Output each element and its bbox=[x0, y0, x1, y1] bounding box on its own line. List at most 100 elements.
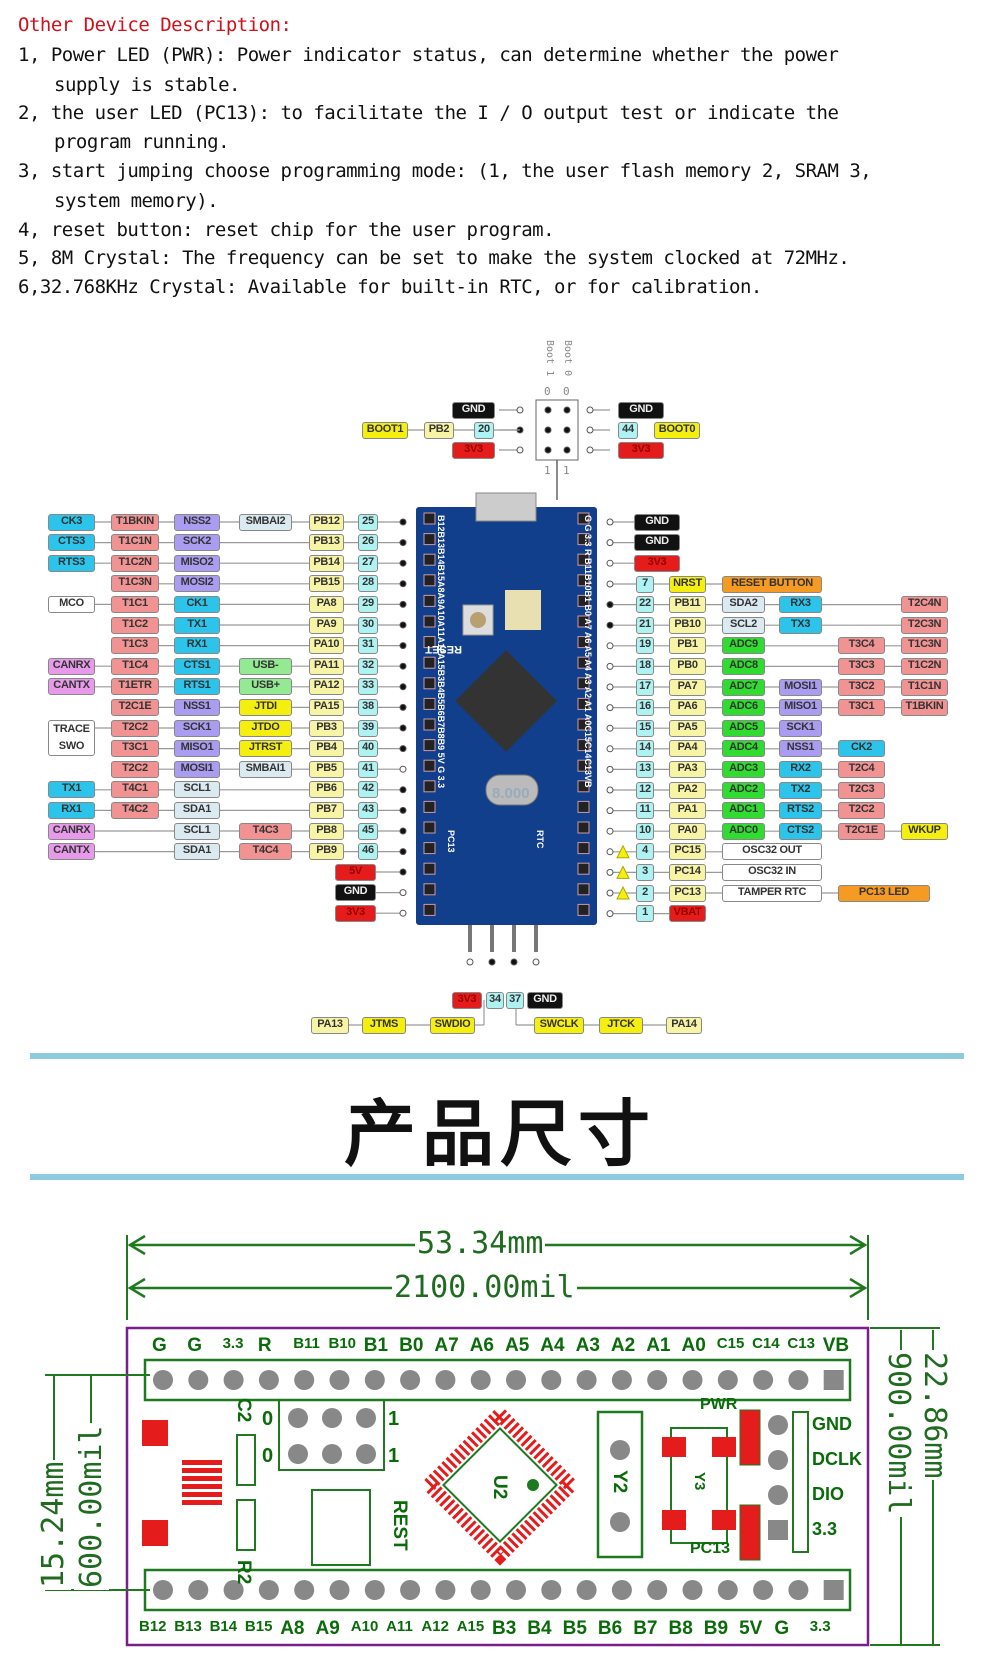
pin-hole bbox=[577, 842, 590, 855]
pin-dot bbox=[606, 807, 614, 815]
pin-hole bbox=[423, 821, 436, 834]
pin-label-mosi1: MOSI1 bbox=[174, 760, 220, 778]
pin-label-25: 25 bbox=[358, 513, 378, 531]
pcb-silk-label: 0 bbox=[262, 1408, 274, 1430]
pin-label-scl2: SCL2 bbox=[722, 616, 765, 634]
pin-label-t3c2: T3C2 bbox=[838, 678, 885, 696]
pin-label-jtdi: JTDI bbox=[239, 698, 292, 716]
pin-label-boot0: BOOT0 bbox=[654, 421, 700, 439]
height-mm: 22.86mm bbox=[917, 1350, 952, 1481]
pin-label-t1c3n: T1C3N bbox=[901, 637, 948, 655]
pin-label-7: 7 bbox=[636, 575, 654, 593]
pin-dot bbox=[510, 958, 518, 966]
pin-hole bbox=[423, 780, 436, 793]
pin-hole bbox=[577, 903, 590, 916]
pcb-silk-label: A2 bbox=[610, 1335, 636, 1356]
pin-label-pb12: PB12 bbox=[309, 513, 344, 531]
pin-label-t4c3: T4C3 bbox=[239, 822, 292, 840]
pin-dot bbox=[606, 827, 614, 835]
round-pad bbox=[258, 1580, 279, 1600]
round-pad bbox=[470, 1580, 491, 1600]
pcb-silk-label: G bbox=[152, 1335, 167, 1356]
board-pc13-label: PC13 bbox=[446, 830, 456, 853]
pcb-silk-label: A10 bbox=[350, 1618, 379, 1635]
round-pad bbox=[470, 1370, 491, 1390]
pin-hole bbox=[577, 697, 590, 710]
pcb-silk-label: PWR bbox=[700, 1396, 738, 1413]
pin-label-adc6: ADC6 bbox=[722, 699, 765, 717]
pcb-silk-label: 3.3 bbox=[809, 1618, 831, 1635]
pin-label-pb4: PB4 bbox=[309, 740, 344, 758]
pin-dot bbox=[606, 745, 614, 753]
pin-dot bbox=[399, 724, 407, 732]
pin-label-14: 14 bbox=[636, 740, 654, 758]
boot-digit: 0 bbox=[544, 385, 551, 398]
pin-label-t1c3: T1C3 bbox=[111, 637, 159, 655]
pcb-silk-label: REST bbox=[389, 1500, 410, 1551]
pcb-silk-label: A4 bbox=[540, 1335, 565, 1356]
pin-label-nss2: NSS2 bbox=[174, 513, 220, 531]
pin-hole bbox=[423, 718, 436, 731]
pin-dot bbox=[606, 642, 614, 650]
pin-label-rx1: RX1 bbox=[48, 801, 95, 819]
pin-dot bbox=[399, 580, 407, 588]
pin-label-pb3: PB3 bbox=[309, 719, 344, 737]
pin-hole bbox=[577, 739, 590, 752]
swd-pad bbox=[768, 1415, 788, 1435]
pin-label-t1c1n: T1C1N bbox=[111, 534, 159, 552]
pin-label-adc8: ADC8 bbox=[722, 657, 765, 675]
pcb-silk-label: C15 bbox=[716, 1335, 745, 1352]
board-reset-label: RESET bbox=[425, 643, 462, 655]
pin-dot bbox=[563, 446, 571, 454]
round-pad bbox=[753, 1580, 774, 1600]
pin-dot bbox=[399, 600, 407, 608]
crystal-pad bbox=[610, 1440, 630, 1460]
pin-label-41: 41 bbox=[358, 760, 378, 778]
swd-header-outline bbox=[792, 1411, 809, 1553]
width-mil: 2100.00mil bbox=[392, 1270, 577, 1305]
description-line: 6,32.768KHz Crystal: Available for built… bbox=[18, 276, 762, 298]
pin-label-pa8: PA8 bbox=[309, 595, 344, 613]
pin-label-39: 39 bbox=[358, 719, 378, 737]
jumper-pad bbox=[288, 1444, 308, 1464]
pin-label-29: 29 bbox=[358, 595, 378, 613]
boot-jumpers bbox=[505, 590, 541, 630]
pin-label-3v3: 3V3 bbox=[452, 991, 482, 1009]
pin-hole bbox=[423, 883, 436, 896]
pcb-silk-label: B11 bbox=[293, 1335, 320, 1352]
pin-label-sck1: SCK1 bbox=[779, 719, 822, 737]
pin-label-30: 30 bbox=[358, 616, 378, 634]
r2-footprint bbox=[236, 1499, 256, 1551]
pin-dot bbox=[399, 889, 407, 897]
pin-label-nss1: NSS1 bbox=[779, 740, 822, 758]
round-pad bbox=[717, 1580, 738, 1600]
pcb-silk-label: B1 bbox=[363, 1335, 389, 1356]
pin-hole bbox=[577, 862, 590, 875]
round-pad bbox=[329, 1580, 350, 1600]
pin-label-sda1: SDA1 bbox=[174, 843, 220, 861]
pin-label-t2c3n: T2C3N bbox=[901, 616, 948, 634]
arrow-icon bbox=[127, 1234, 868, 1256]
pin-label-sda1: SDA1 bbox=[174, 801, 220, 819]
usb-pad bbox=[182, 1476, 222, 1481]
bottom-header-footprint bbox=[143, 1568, 852, 1612]
pin-dot bbox=[606, 580, 614, 588]
pin-label-pa11: PA11 bbox=[309, 657, 344, 675]
pin-hole bbox=[577, 533, 590, 546]
pin-label-pc13: PC13 bbox=[669, 884, 706, 902]
pin-label-wkup: WKUP bbox=[901, 822, 948, 840]
square-pad bbox=[823, 1580, 844, 1600]
round-pad bbox=[576, 1580, 597, 1600]
pin-label-pa5: PA5 bbox=[669, 719, 706, 737]
pin-label-13: 13 bbox=[636, 760, 654, 778]
pin-label-21: 21 bbox=[636, 616, 654, 634]
pin-dot bbox=[399, 765, 407, 773]
pin-label-canrx: CANRX bbox=[48, 657, 95, 675]
pin-label-osc32-out: OSC32 OUT bbox=[722, 843, 822, 861]
pin-label-mosi1: MOSI1 bbox=[779, 678, 822, 696]
round-pad bbox=[400, 1370, 421, 1390]
pin-dot bbox=[606, 786, 614, 794]
description-line: 1, Power LED (PWR): Power indicator stat… bbox=[18, 44, 839, 66]
pin-label-adc1: ADC1 bbox=[722, 802, 765, 820]
pin-hole bbox=[423, 553, 436, 566]
